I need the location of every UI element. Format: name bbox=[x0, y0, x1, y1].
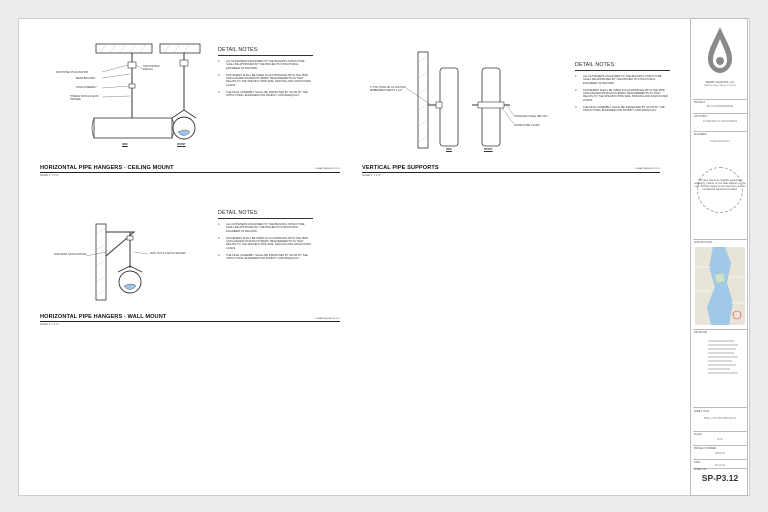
wall-mount-drawing bbox=[85, 223, 149, 301]
label-front: FRONT bbox=[484, 148, 493, 151]
site-location-map bbox=[695, 247, 745, 325]
scale-value: NTS bbox=[717, 438, 723, 441]
callout-anchor-embedment: 3" STD HOSE OR LG ANCHOR EMBEDMENT DEPTH… bbox=[370, 86, 406, 92]
detail-rule-wall bbox=[40, 321, 340, 322]
engineer-seal bbox=[697, 167, 743, 213]
detail-ref-wall: © SMART AQUATICS LLC bbox=[314, 318, 340, 320]
drawing-sheet bbox=[18, 18, 750, 496]
callout-hold-assembly: HOLD ASSEMBLY bbox=[76, 86, 97, 89]
sheet-no-label: SHEET NO bbox=[694, 468, 707, 471]
ceiling-mount-drawing bbox=[91, 43, 201, 140]
project-number: 2023-12 bbox=[715, 452, 725, 455]
note-item: 2.FASTENERS SHALL BE SIZED IN ACCORDANCE… bbox=[218, 73, 311, 87]
callout-rod-head-anchor: ROD HEAD STUD ANCHOR bbox=[54, 253, 87, 256]
architect-name: AT FRANCO & ASSOCIATES bbox=[702, 120, 738, 123]
note-item: 1.ALL FASTENERS ANCHORED TO THE BUILDING… bbox=[218, 60, 305, 70]
architect-label: ARCHITECT bbox=[694, 115, 708, 118]
note-item: 3.THE FINAL ASSEMBLY SHALL BE INSPECTED … bbox=[218, 254, 308, 261]
detail-title-vertical: VERTICAL PIPE SUPPORTS bbox=[362, 165, 439, 171]
detail-ref-vertical: © SMART AQUATICS LLC bbox=[634, 168, 660, 170]
engineer-name: PLAN CONSULT bbox=[710, 140, 730, 143]
water-drop-logo bbox=[708, 27, 732, 73]
company-name: SMART AQUATICS, LLC bbox=[705, 81, 735, 84]
callout-ceiling-anchor: ANCHOR BOX CEILING bbox=[143, 65, 160, 71]
detail-scale-vertical: SCALE: 1" = 1'-0" bbox=[362, 174, 381, 177]
note-item: 3.THE FINAL ASSEMBLY SHALL BE INSPECTED … bbox=[218, 91, 308, 98]
callout-thread-rod: THREAD ROD & CLEVIS HANGER bbox=[70, 95, 99, 101]
company-address: 3498 Bird Blvd, Miami, FL 33133 bbox=[704, 85, 736, 87]
detail-notes-vertical: DETAIL NOTES: 1.ALL FASTENERS ANCHORED T… bbox=[575, 62, 670, 117]
note-item: 2.FASTENERS SHALL BE SIZED IN ACCORDANCE… bbox=[218, 236, 311, 250]
vertical-support-drawing bbox=[405, 51, 515, 149]
project-label: PROJECT bbox=[694, 101, 706, 104]
note-item: 2.FASTENERS SHALL BE SIZED IN ACCORDANCE… bbox=[575, 88, 668, 102]
notes-heading: DETAIL NOTES: bbox=[218, 47, 313, 56]
label-side: SIDE bbox=[122, 143, 128, 146]
date-label: DATE bbox=[694, 461, 701, 464]
detail-rule-vertical bbox=[362, 172, 660, 173]
sheet-number: SP-P3.12 bbox=[701, 473, 739, 483]
detail-title-wall: HORIZONTAL PIPE HANGERS - WALL MOUNT bbox=[40, 314, 167, 320]
label-side: SIDE bbox=[446, 148, 452, 151]
detail-title-ceiling: HORIZONTAL PIPE HANGERS - CEILING MOUNT bbox=[40, 165, 174, 171]
callout-beam-bracket: BEAM BRACKET bbox=[76, 77, 96, 80]
date-value: 09-12-24 bbox=[714, 464, 726, 467]
detail-rule-ceiling bbox=[40, 172, 340, 173]
project-number-label: PROJECT NUMBER bbox=[694, 447, 717, 450]
detail-notes-ceiling: DETAIL NOTES: 1.ALL FASTENERS ANCHORED T… bbox=[218, 47, 313, 102]
detail-ref-ceiling: © SMART AQUATICS LLC bbox=[314, 168, 340, 170]
sheet-title-label: SHEET TITLE bbox=[694, 410, 710, 413]
scale-label: SCALE bbox=[694, 433, 702, 436]
title-block: SMART AQUATICS, LLC 3498 Bird Blvd, Miam… bbox=[690, 18, 748, 496]
label-front: FRONT bbox=[177, 143, 186, 146]
sheet-title: PIPE + FITTING DETAILS 3 bbox=[703, 417, 737, 420]
project-name: PB LUXE RESIDENCE bbox=[706, 105, 734, 108]
revisions-label: REVISIONS bbox=[694, 331, 708, 334]
note-item: 3.THE FINAL ASSEMBLY SHALL BE INSPECTED … bbox=[575, 106, 665, 113]
detail-notes-wall: DETAIL NOTES: 1.ALL FASTENERS ANCHORED T… bbox=[218, 210, 313, 265]
notes-heading: DETAIL NOTES: bbox=[218, 210, 313, 219]
callout-pipe-clamp: OFFSET PIPE CLAMP bbox=[514, 124, 540, 127]
seal-text: This item has been digitally signed and … bbox=[694, 179, 746, 192]
detail-scale-ceiling: SCALE: 1" = 1'-0" bbox=[40, 174, 59, 177]
note-item: 1.ALL FASTENERS ANCHORED TO THE BUILDING… bbox=[218, 223, 305, 233]
site-location-label: SITE LOCATION bbox=[694, 241, 713, 244]
engineer-label: ENGINEER bbox=[694, 133, 707, 136]
callout-hex-nut: STAINLESS STEEL HEX NUT bbox=[514, 115, 548, 118]
revisions-list bbox=[708, 340, 738, 374]
callout-rod-nut-clevis: ROD, NUT & CLEVIS HANGER bbox=[150, 252, 186, 255]
detail-scale-wall: SCALE: 1" = 1'-0" bbox=[40, 323, 59, 326]
callout-rod-anchor: ROD HOSE STUD ANCHOR bbox=[56, 71, 89, 74]
note-item: 1.ALL FASTENERS ANCHORED TO THE BUILDING… bbox=[575, 75, 662, 85]
notes-heading: DETAIL NOTES: bbox=[575, 62, 670, 71]
